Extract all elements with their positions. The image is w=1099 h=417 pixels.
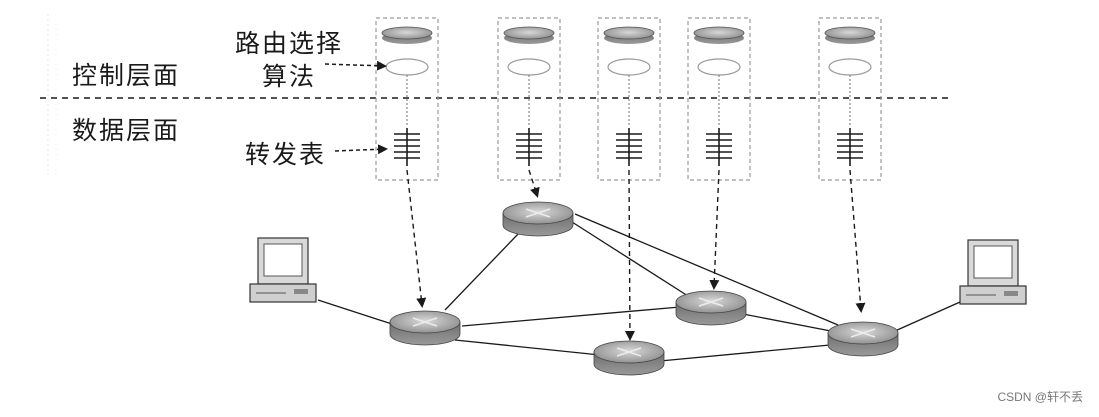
computer-icon (249, 237, 317, 303)
link-r4-r5 (742, 313, 837, 333)
table-arrow-1 (406, 169, 427, 308)
router-icon (381, 26, 433, 44)
forwarding-table-label: 转发表 (245, 140, 327, 169)
link-hostL-r1 (317, 299, 393, 325)
router-icon (389, 310, 461, 346)
table-arrow-5 (849, 169, 866, 313)
router-box-frame (818, 17, 882, 181)
routing-algorithm-icon (385, 58, 429, 76)
left-margin-strip (47, 14, 57, 175)
algorithm-pointer-arrow (324, 60, 387, 71)
data-plane-label: 数据层面 (72, 116, 181, 145)
link-r1-r3 (454, 339, 601, 356)
network-links (317, 213, 961, 362)
link-r2-r5 (574, 213, 839, 326)
router-icon (824, 26, 876, 44)
routing-algorithm-icon (507, 58, 551, 76)
link-r1-r4 (461, 306, 681, 327)
router-icon (603, 26, 655, 44)
routing-algorithm-icon (828, 58, 872, 76)
forwarding-table-icon (837, 128, 863, 166)
router-icon (693, 26, 745, 44)
router-control-box-3 (597, 17, 661, 181)
table-arrow-3 (624, 169, 635, 341)
table-to-router-arrows (406, 169, 866, 341)
control-plane-label: 控制层面 (72, 61, 181, 90)
router-icon (503, 26, 555, 44)
forwarding-table-icon (394, 128, 420, 166)
router-control-box-4 (687, 17, 751, 181)
table-arrow-4 (709, 169, 720, 290)
link-r5-hostR (894, 301, 961, 332)
router-control-box-1 (375, 17, 439, 181)
watermark: CSDN @轩不丢 (997, 390, 1083, 404)
router-icon (593, 340, 665, 376)
link-r1-r2 (444, 231, 521, 311)
router-control-box-2 (497, 17, 561, 181)
table-pointer-arrow (334, 144, 388, 155)
link-r3-r5 (659, 344, 831, 362)
table-arrow-2 (528, 169, 540, 198)
forwarding-table-icon (516, 128, 542, 166)
forwarding-table-icon (706, 128, 732, 166)
routing-algorithm-icon (607, 58, 651, 76)
router-icon (675, 290, 747, 326)
forwarding-table-icon (616, 128, 642, 166)
routing-algorithm-label-line1: 路由选择 (235, 29, 344, 58)
router-box-frame (497, 17, 561, 181)
router-control-box-5 (818, 17, 882, 181)
router-icon (502, 201, 574, 237)
link-r2-r4 (571, 221, 689, 297)
routing-algorithm-icon (697, 58, 741, 76)
router-box-frame (375, 17, 439, 181)
computer-icon (959, 239, 1027, 305)
router-icon (827, 321, 899, 357)
routing-algorithm-label-line2: 算法 (262, 62, 317, 91)
